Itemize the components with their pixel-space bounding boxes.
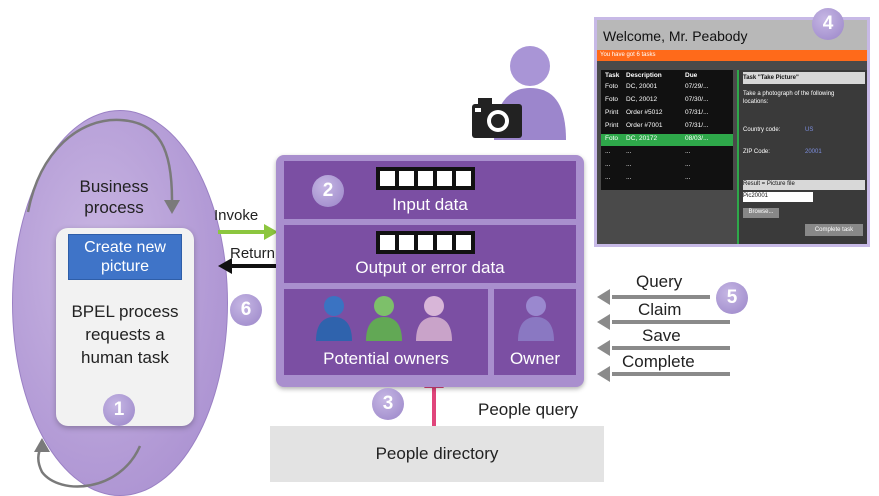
task-list-header: Task Description Due (605, 72, 698, 79)
potential-owners-label: Potential owners (323, 349, 449, 368)
person-green-icon (366, 296, 402, 341)
task-row[interactable]: ......... (601, 147, 733, 159)
step-1-badge: 1 (103, 394, 135, 426)
result-input[interactable]: Pic20001 (743, 192, 813, 202)
human-task-box: 2 Input data Output or error data Potent… (276, 155, 584, 387)
output-data-label: Output or error data (355, 258, 505, 277)
step-5-badge: 5 (716, 282, 748, 314)
camera-icon (472, 98, 522, 138)
person-blue-icon (316, 296, 352, 341)
people-directory-box: People directory (270, 426, 604, 482)
task-client-screenshot: Welcome, Mr. Peabody You have got 6 task… (594, 17, 870, 247)
user-with-camera-icon (472, 46, 566, 140)
business-process-label: Business process (79, 177, 149, 217)
owner-icon (518, 296, 554, 341)
browse-button[interactable]: Browse... (743, 208, 779, 218)
potential-owners-icons (316, 296, 452, 341)
step-6-badge: 6 (230, 294, 262, 326)
task-row[interactable]: ......... (601, 160, 733, 172)
bpel-request-text: BPEL process requests a human task (71, 302, 179, 367)
detail-title: Task "Take Picture" (743, 72, 865, 84)
zip-code-value: 20001 (805, 149, 822, 155)
detail-description: Take a photograph of the following locat… (743, 91, 835, 105)
return-label: Return (230, 245, 276, 262)
create-picture-box: Create new picture (68, 234, 182, 280)
op-save-label: Save (642, 326, 681, 345)
task-count-text: You have got 6 tasks (600, 52, 656, 58)
step-2-badge: 2 (312, 175, 344, 207)
complete-task-button[interactable]: Complete task (805, 224, 863, 236)
result-label: Result = Picture file (743, 180, 865, 190)
op-query-label: Query (636, 272, 683, 291)
welcome-text: Welcome, Mr. Peabody (603, 28, 748, 44)
input-data-label: Input data (392, 195, 468, 214)
owner-label: Owner (509, 349, 561, 368)
zip-code-label: ZIP Code: (743, 149, 770, 155)
output-slots-icon (376, 231, 475, 254)
task-detail-pane: Task "Take Picture" Take a photograph of… (737, 70, 867, 244)
country-code-value: US (805, 127, 814, 133)
step-4-badge: 4 (812, 8, 844, 40)
country-code-label: Country code: (743, 127, 781, 133)
step-3-badge: 3 (372, 388, 404, 420)
invoke-label: Invoke (214, 207, 259, 224)
task-count-bar: You have got 6 tasks (597, 50, 867, 61)
people-directory-label: People directory (375, 444, 499, 463)
op-complete-label: Complete (622, 352, 695, 371)
op-claim-label: Claim (638, 300, 682, 319)
task-row[interactable]: ......... (601, 173, 733, 185)
person-pink-icon (416, 296, 452, 341)
people-query-label: People query (478, 400, 579, 419)
input-slots-icon (376, 167, 475, 190)
